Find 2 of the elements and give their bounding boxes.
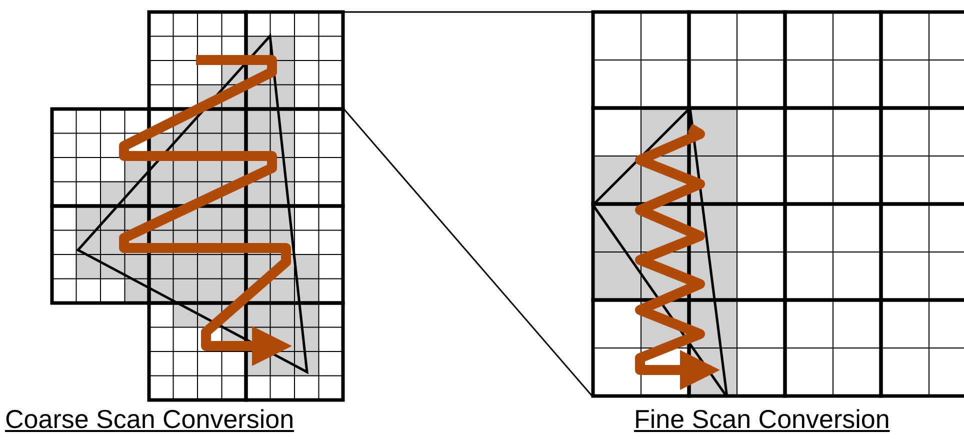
caption: Fine Scan Conversion	[634, 404, 890, 435]
caption: Coarse Scan Conversion	[5, 404, 294, 435]
